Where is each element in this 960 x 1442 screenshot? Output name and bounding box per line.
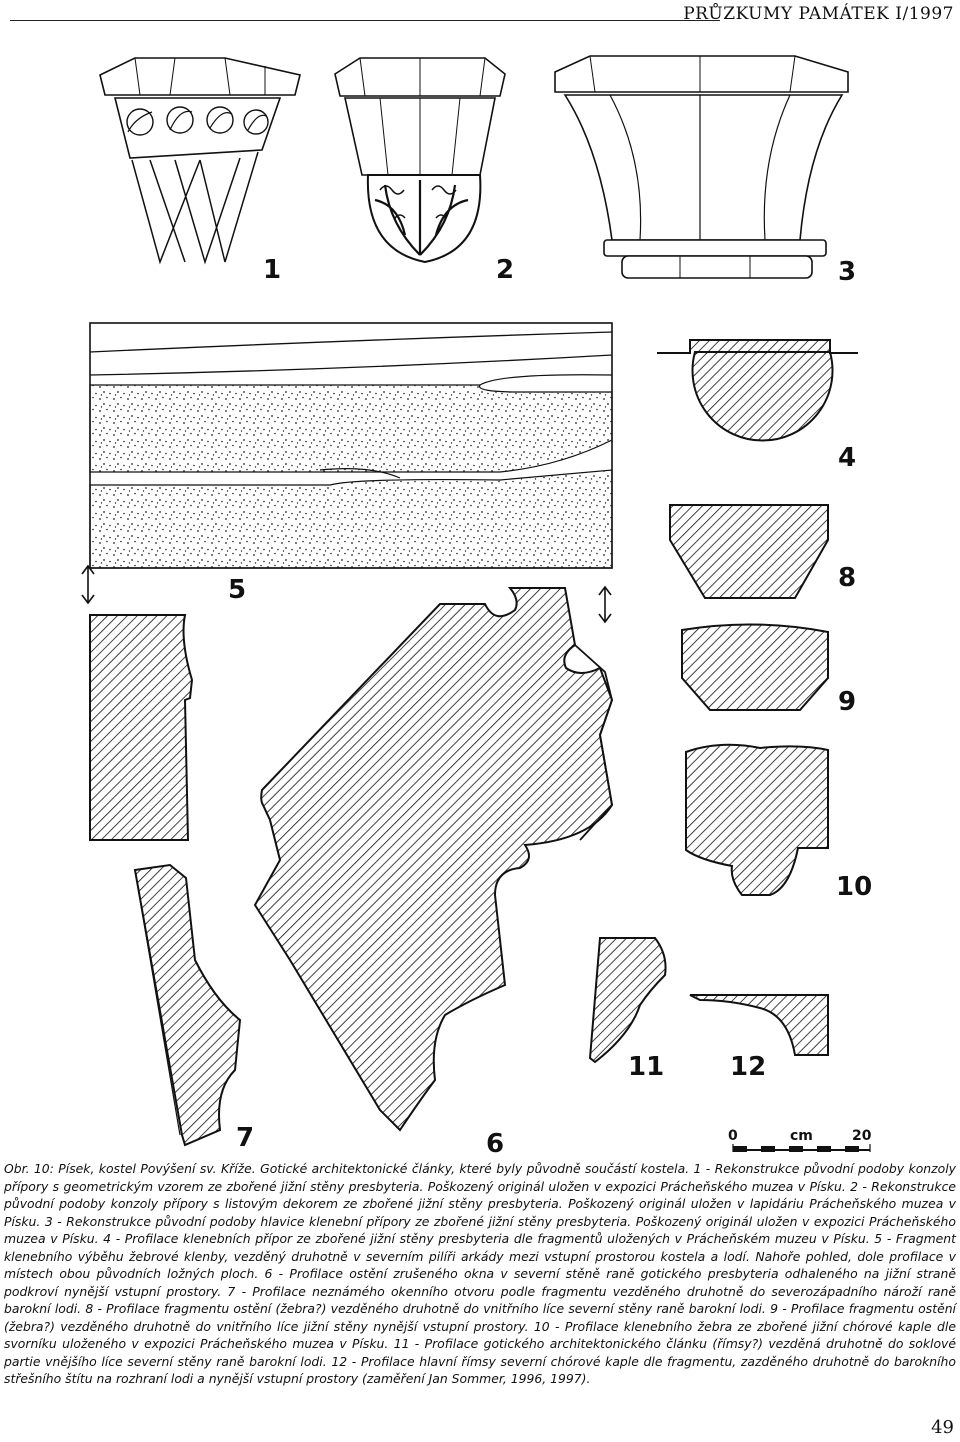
arrow-right xyxy=(598,585,612,624)
figure-label-11: 11 xyxy=(628,1052,664,1082)
figure-label-8: 8 xyxy=(838,563,856,593)
figure-label-7: 7 xyxy=(236,1123,254,1153)
drawing-7-window-profile-lower xyxy=(133,863,242,1147)
figure-label-12: 12 xyxy=(730,1052,766,1082)
drawing-2-console-leaf xyxy=(334,57,506,264)
header-rule xyxy=(10,20,720,21)
figure-label-10: 10 xyxy=(836,872,872,902)
drawing-5-vault-springer-view xyxy=(89,322,613,569)
figure-label-1: 1 xyxy=(263,255,281,285)
scale-unit: cm xyxy=(790,1128,813,1144)
drawing-4-pier-profile xyxy=(657,339,858,442)
architectural-drawings-figure: 1 2 3 5 4 xyxy=(0,36,960,1156)
figure-label-4: 4 xyxy=(838,443,856,473)
figure-label-9: 9 xyxy=(838,687,856,717)
figure-caption: Obr. 10: Písek, kostel Povýšení sv. Kříž… xyxy=(4,1161,956,1386)
drawing-8-jamb-profile xyxy=(669,504,829,599)
arrow-left xyxy=(81,564,95,605)
scale-bar: 0 cm 20 xyxy=(728,1128,872,1152)
drawing-3-capital xyxy=(554,55,849,279)
figure-label-3: 3 xyxy=(838,257,856,287)
journal-title: PRŮZKUMY PAMÁTEK I/1997 xyxy=(683,4,954,24)
figure-label-2: 2 xyxy=(496,255,514,285)
figure-label-5: 5 xyxy=(228,575,246,605)
drawing-1-console-geometric xyxy=(99,57,301,265)
page-number: 49 xyxy=(931,1417,954,1438)
drawing-12-main-cornice-profile xyxy=(689,994,829,1056)
running-header: PRŮZKUMY PAMÁTEK I/1997 xyxy=(0,0,960,30)
drawing-11-cornice-profile xyxy=(588,937,667,1064)
scale-start: 0 xyxy=(728,1128,738,1144)
drawing-canvas: 1 2 3 5 4 xyxy=(81,55,872,1156)
scale-end: 20 xyxy=(852,1128,872,1144)
figure-label-6: 6 xyxy=(486,1129,504,1156)
drawing-10-rib-profile xyxy=(685,743,829,896)
drawing-6-window-jamb-profile xyxy=(253,587,614,1132)
drawing-9-jamb-profile xyxy=(681,623,829,711)
drawing-7-window-profile-upper xyxy=(89,614,194,841)
